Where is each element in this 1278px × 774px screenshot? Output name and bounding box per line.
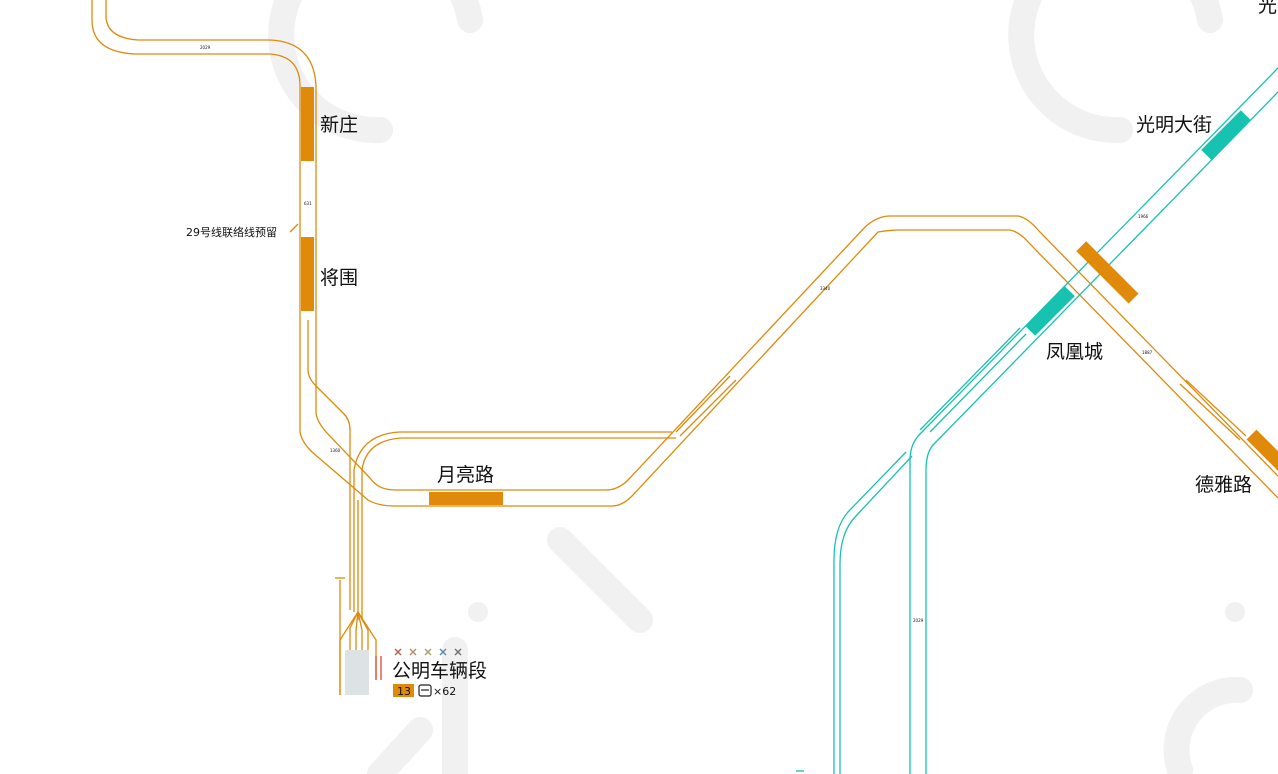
tool-icon [409, 648, 417, 656]
line-badge [393, 684, 414, 697]
segment-label: 1887 [1142, 350, 1153, 355]
tool-icon [439, 648, 447, 656]
segment-label: 1966 [1138, 214, 1149, 219]
line-6-tracks [796, 67, 1278, 774]
tool-icon [394, 648, 402, 656]
segment-label: 631 [304, 201, 312, 206]
tool-icon [454, 648, 462, 656]
station-guangming-street[interactable]: 光明大街 [1136, 114, 1212, 136]
tool-icon [424, 648, 432, 656]
vehicle-count: ×62 [433, 685, 456, 698]
segment-label: 3340 [820, 286, 831, 291]
station-guangming-partial[interactable]: 光 [1258, 0, 1277, 17]
train-icon [418, 684, 432, 697]
station-xinzhuang[interactable]: 新庄 [320, 114, 358, 136]
depot-icons [394, 648, 462, 656]
watermark [268, 0, 1253, 774]
segment-label: 1360 [330, 448, 341, 453]
station-yueliang-road[interactable]: 月亮路 [437, 464, 494, 486]
line29-reserve-label: 29号线联络线预留 [186, 225, 277, 239]
segment-label: 2029 [200, 45, 211, 50]
platforms [301, 87, 1278, 505]
depot-name[interactable]: 公明车辆段 [392, 660, 487, 682]
station-fenghuang-city[interactable]: 凤凰城 [1046, 341, 1103, 363]
depot-yard [345, 650, 369, 695]
segment-labels: 2029 631 1360 3340 1966 1887 2029 [200, 45, 1153, 623]
line-badge-number: 13 [397, 685, 411, 698]
segment-label: 2029 [913, 618, 924, 623]
station-jiangwei[interactable]: 将围 [320, 267, 358, 289]
station-deya-road[interactable]: 德雅路 [1195, 474, 1252, 496]
